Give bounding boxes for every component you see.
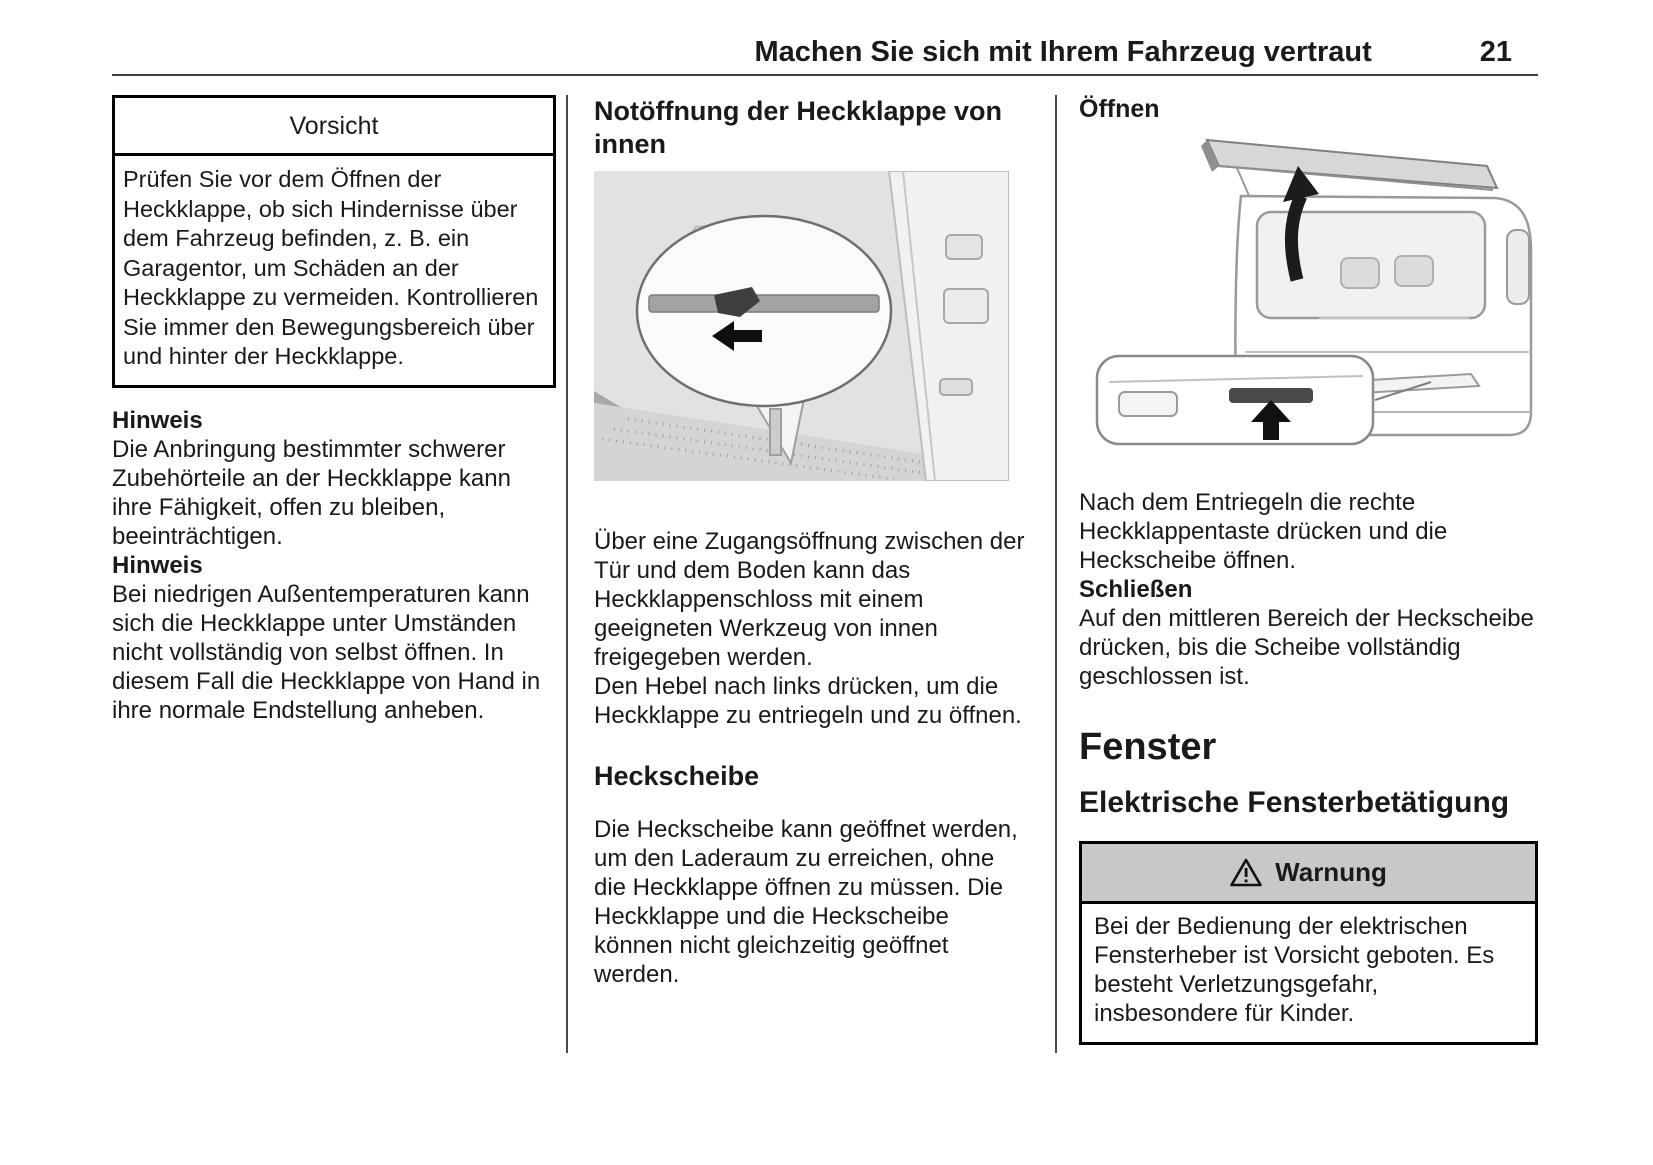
- close-label: Schließen: [1079, 576, 1193, 603]
- glass-up-arrow-icon: [1283, 166, 1319, 202]
- page-header-title: Machen Sie sich mit Ihrem Fahrzeug vertr…: [754, 36, 1372, 68]
- page-header: Machen Sie sich mit Ihrem Fahrzeug vertr…: [112, 36, 1538, 68]
- window-section-title: Fenster: [1079, 726, 1217, 768]
- taillight: [1506, 229, 1530, 305]
- button-up-arrow-icon: [1251, 400, 1291, 440]
- note2-text: Bei niedrigen Außentemperaturen kann sic…: [112, 580, 541, 724]
- rear-window-open-illustration: [1079, 130, 1538, 466]
- tailgate-emergency-release-illustration: [593, 171, 1009, 481]
- release-lever-arrow-icon: [711, 321, 762, 351]
- caution-box-title: Vorsicht: [115, 98, 553, 156]
- content-columns: Vorsicht Prüfen Sie vor dem Öffnen der H…: [112, 95, 1538, 1053]
- open-label: Öffnen: [1079, 95, 1160, 123]
- column-divider-2: [1055, 95, 1057, 1053]
- column-divider-1: [565, 95, 568, 1053]
- emergency-release-para2: Den Hebel nach links drücken, um die Hec…: [593, 673, 1022, 729]
- warning-box-header: Warnung: [1082, 844, 1535, 904]
- left-column: Vorsicht Prüfen Sie vor dem Öffnen der H…: [112, 95, 556, 725]
- release-lever: [713, 287, 760, 317]
- caution-box-body: Prüfen Sie vor dem Öffnen der Heckklappe…: [123, 166, 539, 369]
- note2-label: Hinweis: [112, 551, 203, 579]
- header-rule: [112, 74, 1538, 76]
- tailgate-release-button: [1229, 388, 1313, 403]
- note1-text: Die Anbringung bestimmter schwerer Zubeh…: [112, 435, 511, 550]
- power-windows-title: Elektrische Fensterbetätigung: [1079, 786, 1510, 819]
- note1-label: Hinweis: [112, 406, 203, 434]
- close-para: Auf den mittleren Bereich der Heckscheib…: [1079, 605, 1534, 690]
- middle-column: Notöffnung der Heckklappe von innen: [593, 95, 1031, 989]
- warning-box-title: Warnung: [1275, 857, 1387, 887]
- rear-window-heading: Heckscheibe: [593, 761, 760, 791]
- warning-triangle-icon: [1230, 858, 1262, 887]
- raised-rear-glass: [1205, 138, 1499, 190]
- warning-box: Warnung Bei der Bedienung der elektrisch…: [1079, 841, 1538, 1045]
- emergency-release-heading: Notöffnung der Heckklappe von innen: [593, 96, 1003, 159]
- page-number: 21: [1479, 36, 1512, 68]
- rear-window-para: Die Heckscheibe kann geöffnet werden, um…: [593, 816, 1018, 988]
- right-column: Öffnen: [1079, 95, 1538, 1045]
- emergency-release-para1: Über eine Zugangsöffnung zwischen der Tü…: [593, 528, 1025, 671]
- open-para: Nach dem Entriegeln die rechte Heckklapp…: [1079, 489, 1448, 574]
- warning-box-body: Bei der Bedienung der elektrischen Fenst…: [1094, 913, 1495, 1027]
- caution-box: Vorsicht Prüfen Sie vor dem Öffnen der H…: [112, 95, 556, 388]
